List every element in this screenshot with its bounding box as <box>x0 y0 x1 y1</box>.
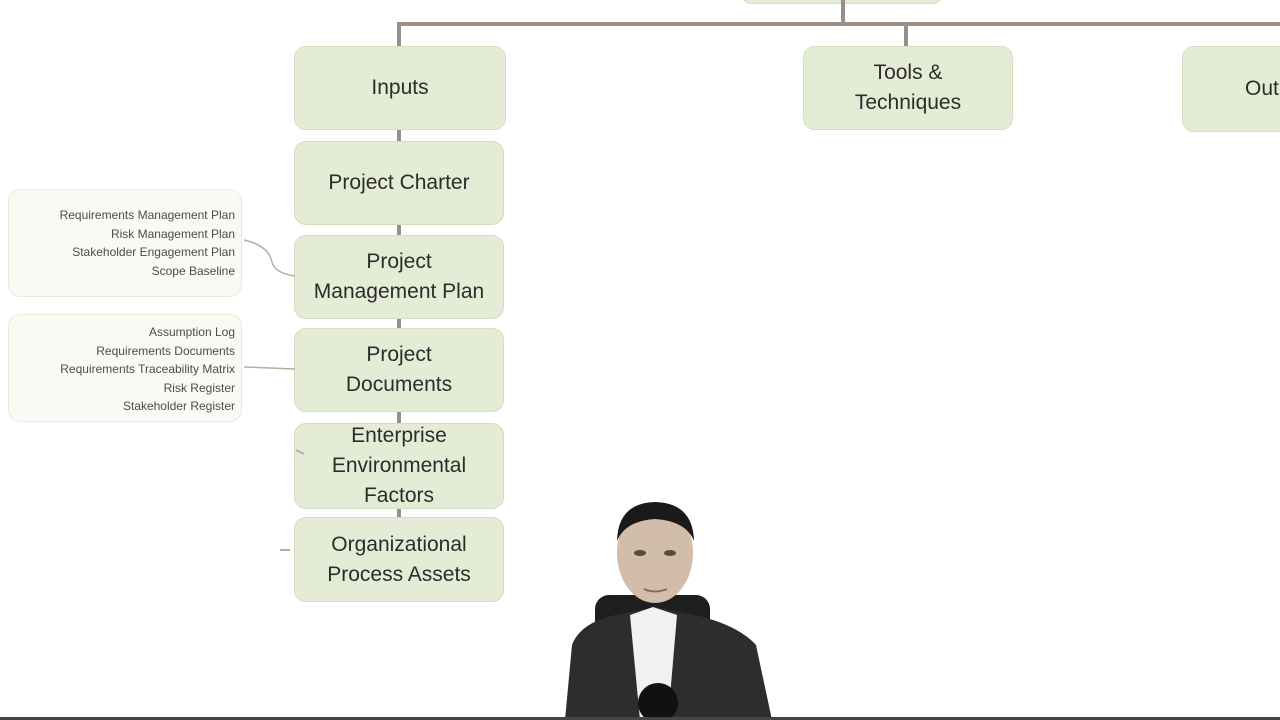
note-item: Requirements Documents <box>96 343 235 358</box>
inputs-category-box: Inputs <box>294 46 506 130</box>
note-item: Scope Baseline <box>151 263 235 278</box>
enterprise-factors-stub-arrow <box>295 449 305 455</box>
note-item: Stakeholder Engagement Plan <box>72 245 235 260</box>
project-documents-note-arrow <box>243 366 296 370</box>
right-eye <box>664 550 676 556</box>
input-project-management-plan: Project Management Plan <box>294 235 504 319</box>
tools-drop-connector <box>904 22 908 48</box>
hair <box>617 502 694 541</box>
left-eye <box>634 550 646 556</box>
note-item: Assumption Log <box>148 325 235 339</box>
mouth <box>643 588 668 593</box>
presenter-video-overlay <box>565 502 772 720</box>
input-project-documents: Project Documents <box>294 328 504 412</box>
management-plan-note-arrow <box>243 239 296 277</box>
input-project-charter: Project Charter <box>294 141 504 225</box>
inputs-drop-connector <box>397 22 401 48</box>
face <box>617 503 693 603</box>
input-enterprise-environmental-factors: Enterprise Environmental Factors <box>294 423 504 509</box>
input-organizational-process-assets: Organizational Process Assets <box>294 517 504 602</box>
microphone <box>638 683 678 720</box>
bottom-border <box>0 717 1280 720</box>
project-documents-components-note: Assumption Log Requirements Documents Re… <box>8 314 242 422</box>
outputs-category-box: Out <box>1182 46 1280 132</box>
inputs-vertical-spine <box>397 128 401 520</box>
tools-techniques-category-box: Tools & Techniques <box>803 46 1013 130</box>
note-item: Requirements Traceability Matrix <box>60 362 235 377</box>
note-item: Risk Management Plan <box>110 226 235 241</box>
horizontal-connector <box>397 22 1280 26</box>
root-connector <box>841 0 845 24</box>
note-item: Risk Register <box>163 380 235 395</box>
note-item: Requirements Management Plan <box>59 208 235 222</box>
note-item: Stakeholder Register <box>122 399 235 414</box>
management-plan-components-note: Requirements Management Plan Risk Manage… <box>8 189 242 297</box>
